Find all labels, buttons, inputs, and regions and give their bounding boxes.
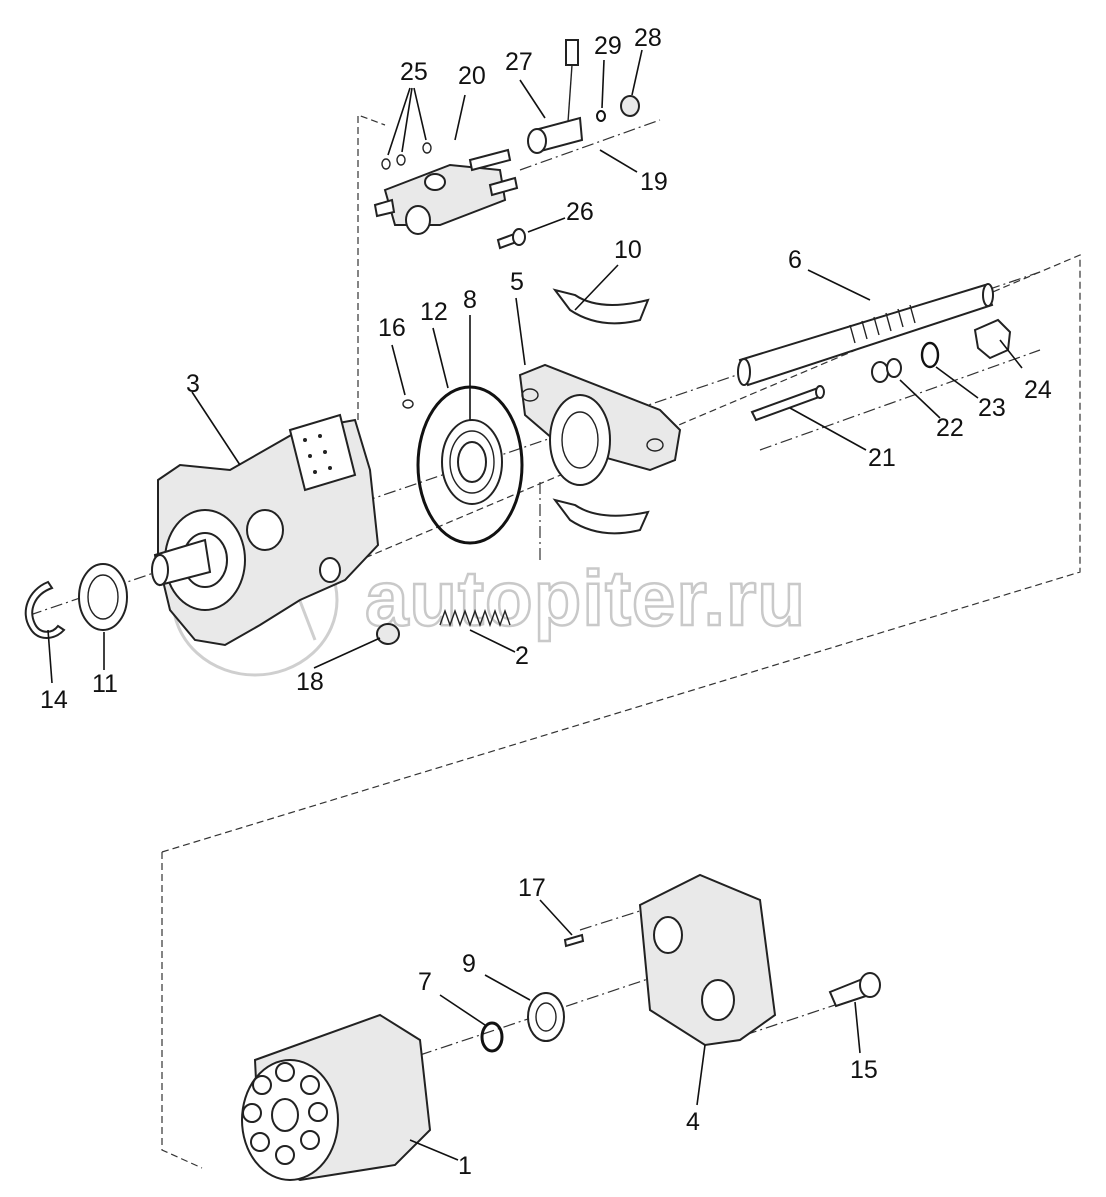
o-ring-29 bbox=[596, 110, 606, 122]
leader-3 bbox=[191, 391, 241, 466]
leader-21 bbox=[789, 407, 867, 451]
callout-8: 8 bbox=[463, 286, 477, 314]
valve-block-20 bbox=[373, 148, 519, 235]
leader-6 bbox=[807, 269, 871, 301]
seal-11 bbox=[78, 563, 128, 631]
leader-7 bbox=[439, 994, 486, 1026]
leader-22 bbox=[899, 379, 941, 419]
leader-27 bbox=[519, 79, 546, 119]
callout-23: 23 bbox=[978, 394, 1006, 422]
leader-9 bbox=[484, 974, 531, 1001]
leader-25b bbox=[401, 87, 413, 153]
spring-2 bbox=[439, 608, 511, 628]
ring-7 bbox=[480, 1021, 504, 1053]
callout-4: 4 bbox=[686, 1108, 700, 1136]
watermark-text: autopiter.ru bbox=[365, 554, 806, 642]
leader-25c bbox=[413, 87, 427, 141]
callout-3: 3 bbox=[186, 370, 200, 398]
bearing-8 bbox=[441, 419, 503, 505]
callout-16: 16 bbox=[378, 314, 406, 342]
pin-16 bbox=[402, 399, 414, 409]
leader-2 bbox=[469, 629, 516, 653]
callout-26: 26 bbox=[566, 198, 594, 226]
leader-15 bbox=[854, 1001, 861, 1054]
washer-22 bbox=[871, 358, 902, 383]
callout-2: 2 bbox=[515, 642, 529, 670]
leader-23 bbox=[935, 366, 979, 399]
screw-26 bbox=[496, 228, 526, 250]
leader-17 bbox=[539, 899, 573, 936]
callout-19: 19 bbox=[640, 168, 668, 196]
callout-1: 1 bbox=[458, 1152, 472, 1180]
pin-17 bbox=[563, 933, 585, 948]
callout-5: 5 bbox=[510, 268, 524, 296]
o-rings-25 bbox=[381, 142, 432, 170]
leader-26 bbox=[527, 217, 566, 233]
bearing-9 bbox=[527, 992, 565, 1042]
watermark: autopiter.ru bbox=[171, 523, 806, 677]
cradle-5 bbox=[518, 363, 682, 486]
leader-18 bbox=[313, 637, 381, 669]
parts bbox=[24, 39, 1012, 1182]
leader-16 bbox=[391, 344, 406, 396]
callout-18: 18 bbox=[296, 668, 324, 696]
callout-6: 6 bbox=[788, 246, 802, 274]
leader-lines bbox=[47, 49, 1023, 1161]
leader-5 bbox=[515, 297, 526, 366]
callout-9: 9 bbox=[462, 950, 476, 978]
leader-29 bbox=[601, 59, 605, 109]
bolt-15 bbox=[828, 972, 881, 1008]
bearing-shells-10 bbox=[552, 288, 650, 535]
nut-28 bbox=[620, 95, 640, 117]
callout-12: 12 bbox=[420, 298, 448, 326]
leader-19 bbox=[599, 149, 638, 173]
snap-ring-14 bbox=[24, 580, 66, 639]
callout-11: 11 bbox=[92, 670, 118, 698]
plug-18 bbox=[376, 623, 400, 645]
callout-20: 20 bbox=[458, 62, 486, 90]
leader-12 bbox=[432, 327, 449, 389]
cylinder-block-1 bbox=[241, 1013, 432, 1182]
callout-22: 22 bbox=[936, 414, 964, 442]
callouts: 3 14 11 18 2 12 8 16 5 10 6 21 22 23 24 … bbox=[40, 24, 1052, 1180]
callout-17: 17 bbox=[518, 874, 546, 902]
leader-25a bbox=[387, 87, 411, 156]
leader-4 bbox=[696, 1044, 706, 1106]
callout-24: 24 bbox=[1024, 376, 1052, 404]
leader-14 bbox=[47, 629, 53, 684]
leader-20 bbox=[454, 94, 466, 141]
o-ring-23 bbox=[920, 341, 940, 369]
plug-24 bbox=[973, 318, 1012, 360]
housing-3 bbox=[151, 413, 380, 647]
leader-24 bbox=[999, 339, 1023, 369]
callout-7: 7 bbox=[418, 968, 432, 996]
shaft-6 bbox=[737, 283, 994, 387]
leader-28 bbox=[631, 49, 643, 96]
callout-27: 27 bbox=[505, 48, 533, 76]
callout-14: 14 bbox=[40, 686, 68, 714]
pin-21 bbox=[750, 385, 825, 422]
leader-1 bbox=[409, 1139, 459, 1161]
callout-28: 28 bbox=[634, 24, 662, 52]
end-cover-4 bbox=[638, 873, 777, 1047]
callout-21: 21 bbox=[868, 444, 896, 472]
assembly-lines bbox=[29, 114, 1081, 1169]
callout-25: 25 bbox=[400, 58, 428, 86]
callout-29: 29 bbox=[594, 32, 622, 60]
leader-10 bbox=[574, 264, 619, 311]
callout-10: 10 bbox=[614, 236, 642, 264]
solenoid-27 bbox=[527, 39, 584, 154]
callout-15: 15 bbox=[850, 1056, 878, 1084]
